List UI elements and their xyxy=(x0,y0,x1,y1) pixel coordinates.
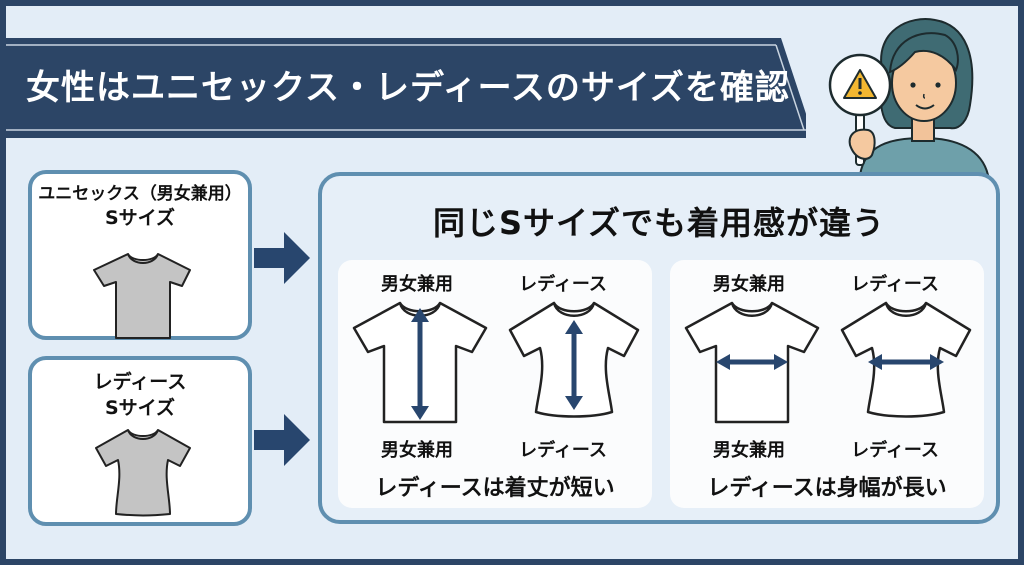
width-caption: レディースは身幅が長い xyxy=(707,476,947,501)
ladies-card-title-line2: Sサイズ xyxy=(104,397,176,419)
unisex-label-top: 男女兼用 xyxy=(713,274,785,295)
unisex-label-top: 男女兼用 xyxy=(381,274,453,295)
unisex-label-bottom: 男女兼用 xyxy=(713,440,785,461)
ladies-tshirt-width-icon xyxy=(840,301,972,418)
warning-sign-icon xyxy=(842,68,878,100)
ladies-label-top: レディース xyxy=(519,274,607,295)
width-comparison-panel: 男女兼用 レディース 男女兼用 レディース レディースは身幅が長い xyxy=(670,260,984,508)
ladies-tshirt-icon xyxy=(95,429,191,517)
unisex-tshirt-icon xyxy=(93,253,191,339)
ladies-card-title-line1: レディース xyxy=(93,371,187,393)
unisex-size-card: ユニセックス（男女兼用） Sサイズ xyxy=(28,170,252,340)
length-caption: レディースは着丈が短い xyxy=(375,476,615,501)
mascot-woman xyxy=(820,10,990,176)
ladies-label-bottom: レディース xyxy=(851,440,939,461)
comparison-panel: 同じSサイズでも着用感が違う 男女兼用 レディース 男女兼用 レディース レディ… xyxy=(318,172,1000,524)
unisex-tshirt-width-icon xyxy=(684,301,820,424)
unisex-card-title-line1: ユニセックス（男女兼用） xyxy=(38,184,242,204)
unisex-tshirt-length-icon xyxy=(352,301,488,424)
unisex-card-title-line2: Sサイズ xyxy=(104,207,176,229)
ladies-label-bottom: レディース xyxy=(519,440,607,461)
ladies-label-top: レディース xyxy=(851,274,939,295)
ladies-tshirt-length-icon xyxy=(508,301,640,418)
ladies-size-card: レディース Sサイズ xyxy=(28,356,252,526)
comparison-title: 同じSサイズでも着用感が違う xyxy=(432,204,886,242)
arrow-right-icon xyxy=(254,414,310,466)
page-title: 女性はユニセックス・レディースのサイズを確認 xyxy=(26,68,790,108)
arrow-right-icon xyxy=(254,232,310,284)
title-banner xyxy=(6,38,806,138)
length-comparison-panel: 男女兼用 レディース 男女兼用 レディース レディースは着丈が短い xyxy=(338,260,652,508)
unisex-label-bottom: 男女兼用 xyxy=(381,440,453,461)
